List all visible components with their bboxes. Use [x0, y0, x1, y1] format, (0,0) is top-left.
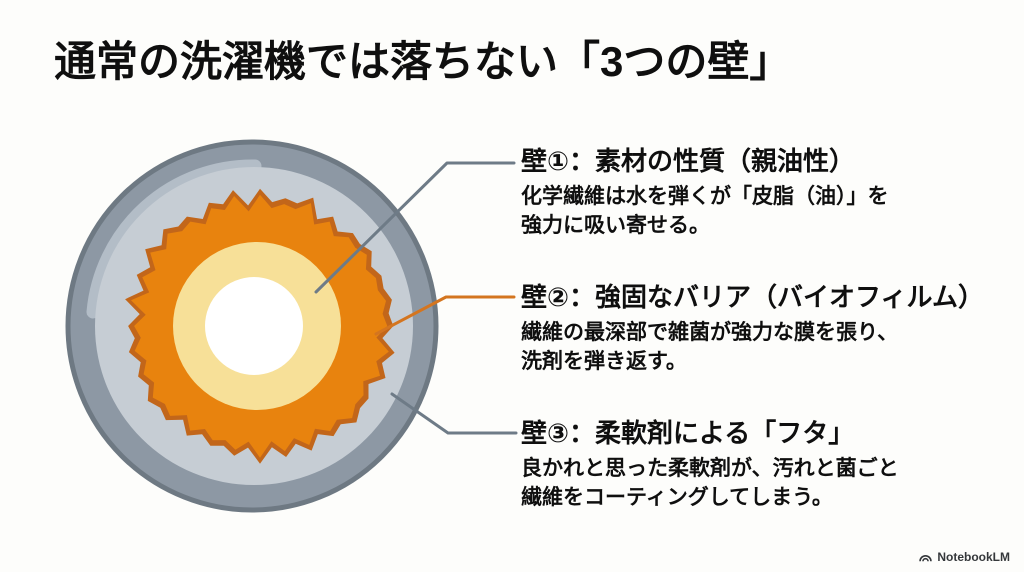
slide-title: 通常の洗濯機では落ちない「3つの壁」 — [54, 38, 792, 85]
callout-wall3: 壁③：柔軟剤による「フタ」 良かれと思った柔軟剤が、汚れと菌ごと 繊維をコーティ… — [521, 418, 899, 512]
callout-wall1: 壁①：素材の性質（親油性） 化学繊維は水を弾くが「皮脂（油）」を 強力に吸い寄せ… — [521, 146, 889, 240]
leader-line-wall1 — [314, 161, 516, 294]
notebooklm-logo-icon — [919, 555, 933, 562]
outer-ring-highlight-arc — [86, 159, 262, 319]
watermark-label: NotebookLM — [937, 550, 1010, 564]
callout-wall2-body-line1: 繊維の最深部で雑菌が強力な膜を張り、 — [521, 321, 899, 344]
callout-wall1-body-line1: 化学繊維は水を弾くが「皮脂（油）」を — [521, 185, 889, 208]
leader-line-wall2 — [374, 295, 516, 336]
fiber-core — [205, 277, 303, 375]
callout-wall3-heading: 壁③：柔軟剤による「フタ」 — [521, 418, 855, 448]
callout-wall1-body-line2: 強力に吸い寄せる。 — [521, 214, 710, 237]
callout-wall2: 壁②：強固なバリア（バイオフィルム） 繊維の最深部で雑菌が強力な膜を張り、 洗剤… — [521, 282, 984, 376]
callout-wall2-heading: 壁②：強固なバリア（バイオフィルム） — [521, 282, 984, 312]
callout-wall3-body-line1: 良かれと思った柔軟剤が、汚れと菌ごと — [521, 457, 899, 480]
callout-wall1-heading: 壁①：素材の性質（親油性） — [521, 146, 856, 176]
watermark: NotebookLM — [918, 550, 1010, 564]
callout-wall2-body-line2: 洗剤を弾き返す。 — [521, 350, 687, 373]
callout-wall3-body-line2: 繊維をコーティングしてしまう。 — [521, 486, 833, 509]
leader-line-wall3 — [390, 392, 518, 435]
